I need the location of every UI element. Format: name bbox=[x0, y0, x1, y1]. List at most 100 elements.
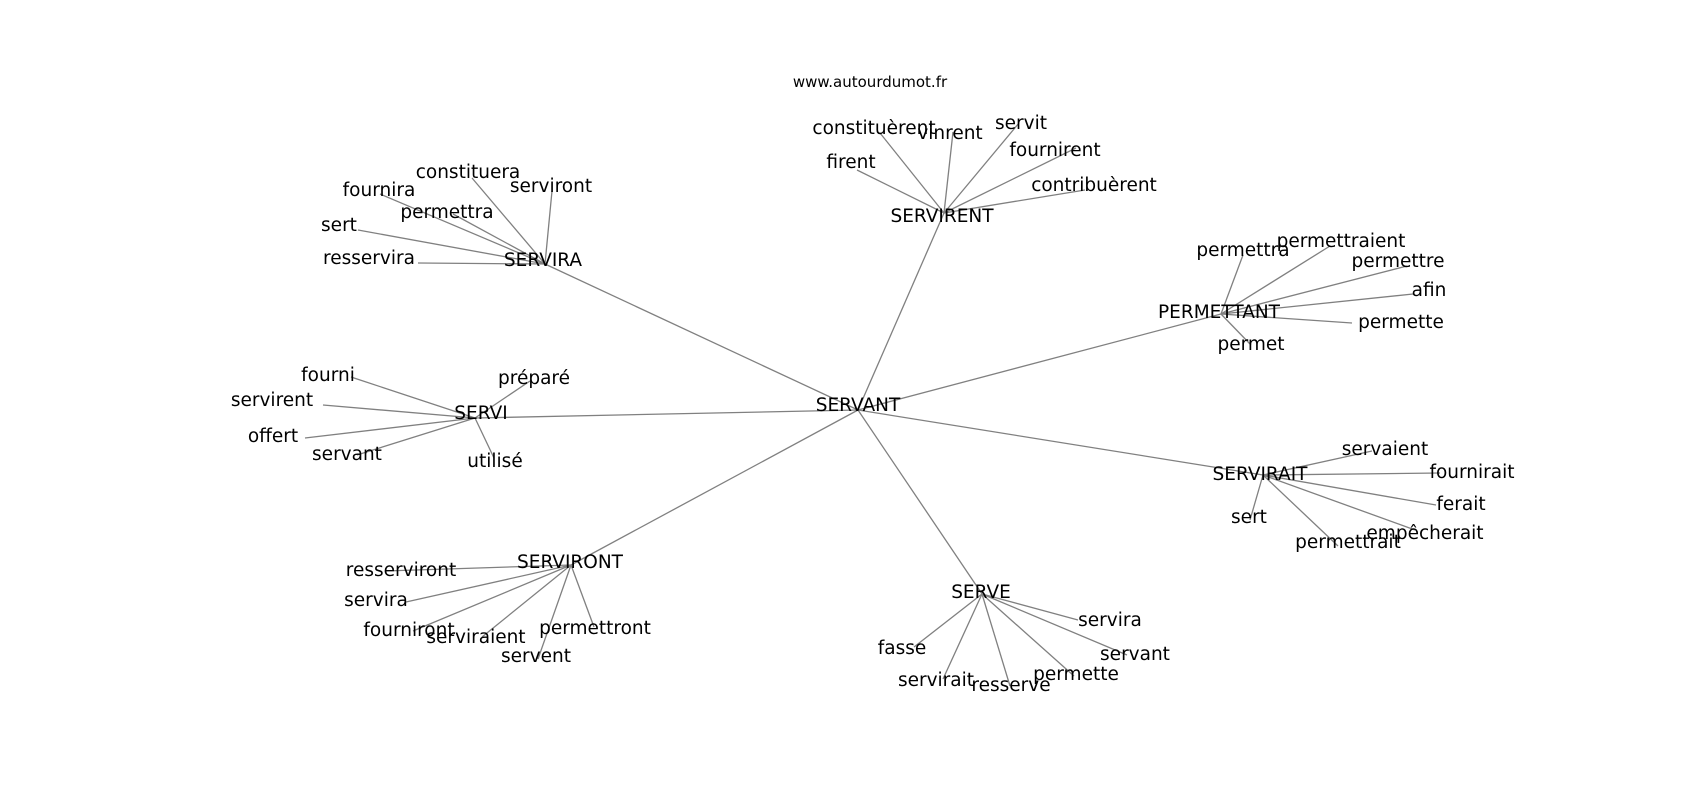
edge-servirait-to-empêcherait bbox=[1262, 474, 1416, 531]
edge-servirait-to-permettrait bbox=[1262, 474, 1339, 547]
edge-center-to-servirent bbox=[857, 212, 945, 411]
hub-node-label: PERMETTANT bbox=[1158, 302, 1281, 323]
leaf-node-label: fasse bbox=[878, 638, 927, 659]
leaf-node-label: fourni bbox=[301, 365, 355, 386]
leaf-node-label: permettra bbox=[1196, 240, 1289, 261]
source-label: www.autourdumot.fr bbox=[793, 73, 948, 91]
edge-serve-to-fasse bbox=[913, 593, 983, 648]
edge-serve-to-resserve bbox=[981, 593, 1011, 687]
leaf-node-label: servira bbox=[344, 590, 408, 611]
edge-serviront-to-servent bbox=[537, 564, 572, 660]
edge-servirent-to-vinrent bbox=[943, 131, 954, 214]
edge-servi-to-utilisé bbox=[474, 417, 495, 459]
edge-servirent-to-servit bbox=[943, 122, 1020, 214]
leaf-node-label: afin bbox=[1412, 280, 1447, 301]
edge-serviront-to-servira bbox=[405, 564, 572, 603]
edge-serve-to-servirait bbox=[942, 593, 983, 680]
edge-center-to-servira bbox=[544, 263, 859, 411]
edge-servira-to-constituera bbox=[471, 177, 546, 265]
edge-servirait-to-servaient bbox=[1262, 450, 1373, 476]
leaf-node-label: empêcherait bbox=[1366, 523, 1483, 544]
leaf-node-label: ferait bbox=[1436, 494, 1485, 515]
edge-servi-to-fourni bbox=[350, 376, 476, 419]
edge-serviront-to-serviraient bbox=[481, 564, 572, 638]
edge-serve-to-permette bbox=[981, 593, 1075, 677]
leaf-node-label: vinrent bbox=[917, 123, 982, 144]
leaf-node-label: permettront bbox=[539, 618, 651, 639]
hub-node-label: SERVIRENT bbox=[890, 206, 994, 227]
leaf-node-label: contribuèrent bbox=[1031, 175, 1157, 196]
edge-servira-to-fournira bbox=[379, 193, 546, 265]
leaf-node-label: constituèrent bbox=[812, 118, 935, 139]
edge-serviront-to-fourniront bbox=[412, 564, 572, 632]
edge-servi-to-offert bbox=[304, 417, 476, 439]
leaf-node-label: serviraient bbox=[426, 627, 525, 648]
hub-node-label: SERVIRAIT bbox=[1213, 464, 1309, 485]
edge-servirent-to-fournirent bbox=[943, 147, 1077, 214]
edges bbox=[304, 122, 1441, 687]
edge-center-to-permettant bbox=[857, 313, 1222, 411]
edge-servira-to-sert bbox=[357, 229, 546, 265]
leaf-node-label: servent bbox=[501, 646, 571, 667]
leaf-node-label: permettrait bbox=[1295, 532, 1401, 553]
leaf-node-label: resserve bbox=[971, 675, 1050, 696]
edge-serviront-to-resserviront bbox=[384, 564, 572, 572]
edge-center-to-serve bbox=[857, 409, 983, 595]
hub-node-label: SERVE bbox=[951, 582, 1011, 603]
edge-serve-to-servant bbox=[981, 593, 1128, 656]
leaf-node-label: servit bbox=[995, 113, 1047, 134]
leaf-node-label: resserviront bbox=[346, 560, 456, 581]
leaf-node-label: servirait bbox=[898, 670, 974, 691]
edge-servirent-to-constituèrent bbox=[879, 132, 945, 214]
leaf-node-label: servira bbox=[1078, 610, 1142, 631]
leaf-node-label: sert bbox=[321, 215, 357, 236]
leaf-node-label: fourniront bbox=[363, 620, 454, 641]
edge-permettant-to-permettra bbox=[1220, 254, 1244, 315]
edge-servirait-to-ferait bbox=[1262, 474, 1437, 506]
edge-servirait-to-sert bbox=[1249, 474, 1264, 521]
edge-permettant-to-permet bbox=[1220, 313, 1252, 346]
hub-node-label: SERVIRONT bbox=[517, 552, 624, 573]
center-node-label: SERVANT bbox=[816, 395, 901, 416]
leaf-node-label: servant bbox=[1100, 644, 1170, 665]
edge-servira-to-permettra bbox=[452, 213, 546, 265]
leaf-node-label: permettra bbox=[400, 202, 493, 223]
edge-servi-to-servant bbox=[356, 417, 476, 456]
edge-center-to-servirait bbox=[857, 409, 1264, 476]
edge-serviront-to-permettront bbox=[570, 564, 595, 628]
edge-center-to-serviront bbox=[570, 409, 859, 566]
leaf-node-label: fournira bbox=[343, 180, 416, 201]
leaf-node-label: permettraient bbox=[1277, 231, 1406, 252]
edge-servira-to-resservira bbox=[417, 262, 546, 265]
leaf-node-label: servirent bbox=[231, 390, 313, 411]
edge-servi-to-servirent bbox=[322, 404, 476, 419]
edge-servira-to-serviront bbox=[544, 190, 553, 265]
leaf-node-label: utilisé bbox=[467, 451, 522, 472]
leaf-node-label: fournirent bbox=[1009, 140, 1100, 161]
leaf-node-label: permette bbox=[1033, 664, 1119, 685]
edge-serve-to-servira bbox=[981, 593, 1079, 621]
edge-servirent-to-contribuèrent bbox=[943, 189, 1086, 214]
leaf-node-label: servant bbox=[312, 444, 382, 465]
leaf-node-label: constituera bbox=[416, 162, 521, 183]
hub-node-label: SERVIRA bbox=[504, 250, 582, 271]
leaf-node-label: permet bbox=[1217, 334, 1284, 355]
hub-node-label: SERVI bbox=[454, 403, 507, 424]
edge-permettant-to-afin bbox=[1220, 293, 1414, 315]
leaf-node-label: fournirait bbox=[1429, 462, 1514, 483]
leaf-node-label: serviront bbox=[510, 176, 592, 197]
leaf-node-label: servaient bbox=[1342, 439, 1428, 460]
leaf-node-label: permettre bbox=[1352, 251, 1445, 272]
edge-servirent-to-firent bbox=[856, 169, 945, 214]
leaf-node-label: permette bbox=[1358, 312, 1444, 333]
edge-center-to-servi bbox=[474, 409, 859, 419]
leaf-node-label: préparé bbox=[498, 368, 570, 389]
leaf-node-label: firent bbox=[826, 152, 875, 173]
edge-permettant-to-permettre bbox=[1220, 265, 1408, 315]
edge-permettant-to-permette bbox=[1220, 313, 1353, 324]
leaf-node-label: sert bbox=[1231, 507, 1267, 528]
leaf-node-label: resservira bbox=[323, 248, 415, 269]
edge-servi-to-préparé bbox=[474, 380, 531, 419]
